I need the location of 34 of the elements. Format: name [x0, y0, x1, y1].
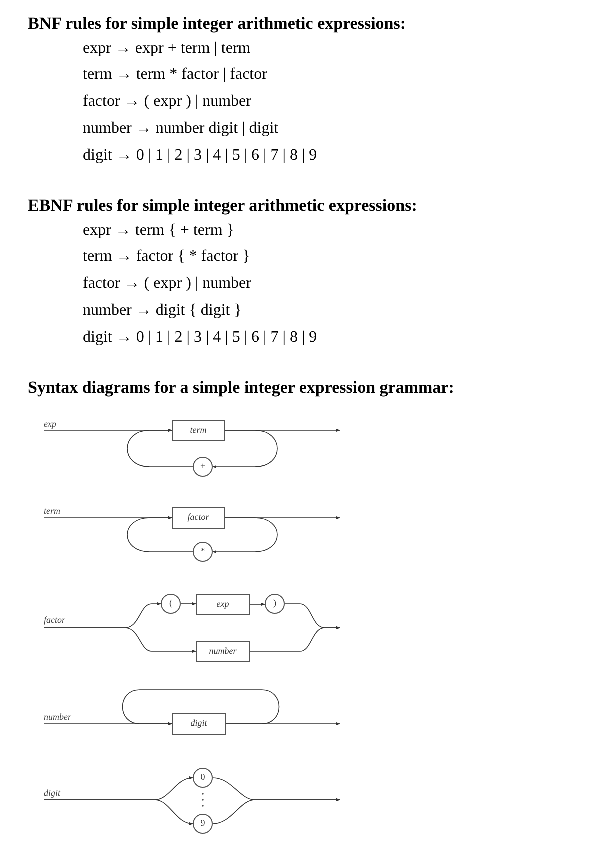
- rule-name-label: exp: [44, 418, 56, 430]
- arrow: [180, 602, 196, 606]
- nonterminal-box: digit: [172, 713, 226, 735]
- arrow: [212, 430, 278, 469]
- grammar-rule: term → term * factor | factor: [83, 65, 268, 85]
- section-heading: Syntax diagrams for a simple integer expression grammar:: [28, 377, 454, 399]
- grammar-rule: digit → 0 | 1 | 2 | 3 | 4 | 5 | 6 | 7 | 8 | 9: [83, 146, 318, 166]
- grammar-rule: digit → 0 | 1 | 2 | 3 | 4 | 5 | 6 | 7 | 8 | 9: [83, 328, 318, 348]
- arrow: [250, 602, 266, 606]
- grammar-rule: number → number digit | digit: [83, 119, 279, 139]
- rule-name-label: factor: [44, 614, 66, 626]
- nonterminal-box: term: [172, 420, 225, 441]
- grammar-rule: term → factor { * factor }: [83, 247, 250, 267]
- grammar-rule: expr → term { + term }: [83, 221, 234, 241]
- arrow: [122, 690, 280, 726]
- arrow: [250, 626, 340, 652]
- rule-name-label: number: [44, 711, 72, 723]
- arrow: [212, 518, 278, 554]
- nonterminal-box: exp: [196, 594, 250, 615]
- grammar-rule: expr → expr + term | term: [83, 39, 251, 59]
- arrow: [44, 800, 194, 826]
- grammar-rule: factor → ( expr ) | number: [83, 274, 252, 294]
- grammar-rule: number → digit { digit }: [83, 301, 242, 321]
- arrow: [127, 428, 194, 468]
- section-heading: BNF rules for simple integer arithmetic expressions:: [28, 13, 406, 35]
- nonterminal-box: number: [196, 641, 250, 662]
- arrow: [212, 798, 340, 824]
- section-heading: EBNF rules for simple integer arithmetic expressions:: [28, 195, 418, 217]
- rule-name-label: term: [44, 505, 60, 517]
- grammar-rule: factor → ( expr ) | number: [83, 92, 252, 112]
- arrow: [44, 628, 196, 654]
- arrow: [127, 516, 194, 552]
- rule-name-label: digit: [44, 787, 61, 799]
- nonterminal-box: factor: [172, 507, 225, 529]
